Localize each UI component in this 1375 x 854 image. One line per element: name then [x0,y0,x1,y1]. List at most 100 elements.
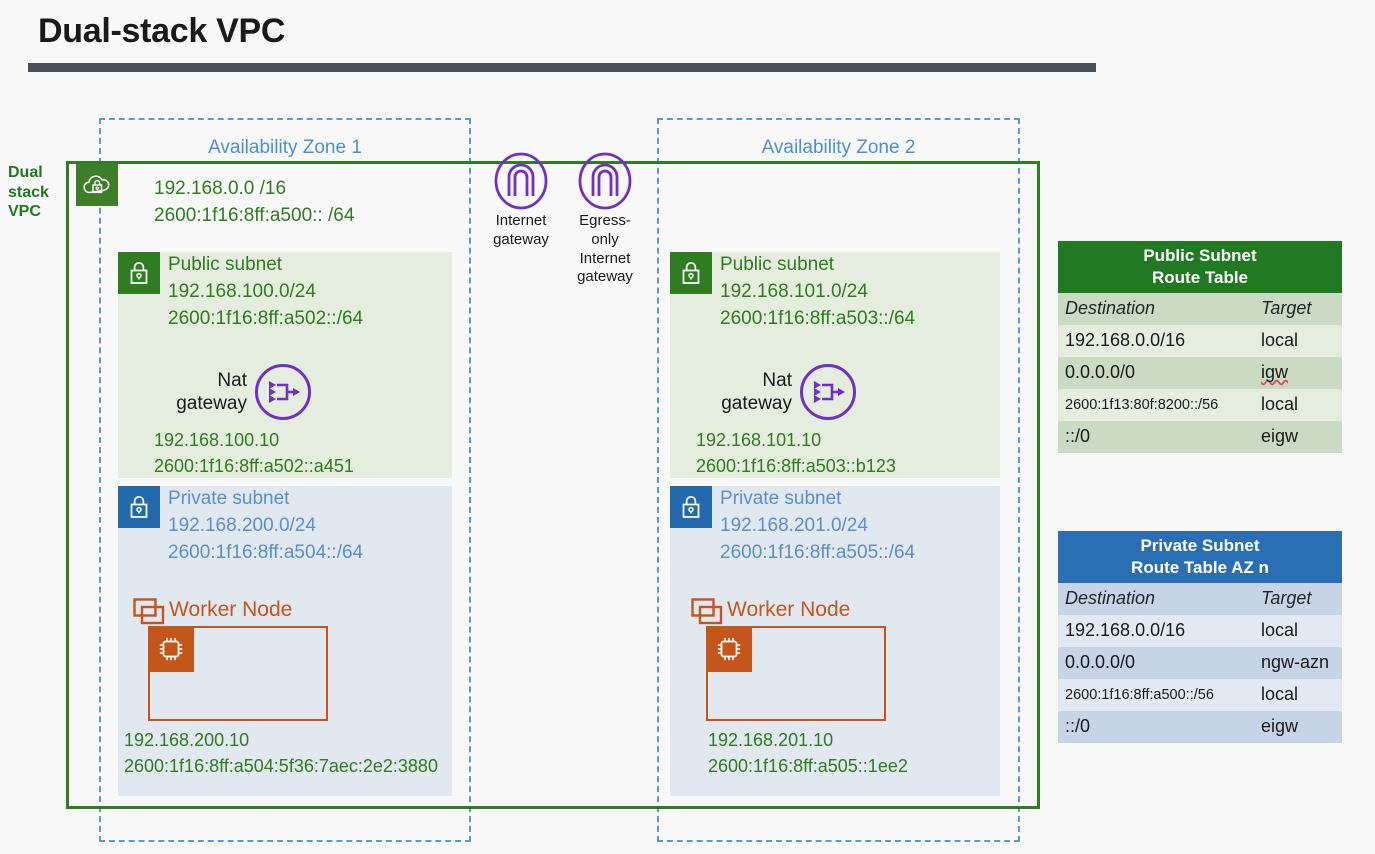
nat-gateway-az2-label: Nat gateway [700,369,792,415]
private-subnet-az2-cidr-v6: 2600:1f16:8ff:a505::/64 [720,541,916,563]
public-subnet-az1-text: Public subnet 192.168.100.0/24 2600:1f16… [168,252,363,333]
private-route-table-title-line2: Route Table AZ n [1131,557,1269,577]
public-rt-target: igw [1254,356,1342,389]
private-route-table-title: Private Subnet Route Table AZ n [1058,531,1342,583]
public-subnet-az1-name: Public subnet [168,254,283,275]
private-route-table-title-line1: Private Subnet [1140,536,1260,555]
table-row: 0.0.0.0/0 ngw-azn [1058,646,1342,679]
table-row: 192.168.0.0/16 local [1058,324,1342,357]
nat-gateway-az1-addresses: 192.168.100.10 2600:1f16:8ff:a502::a451 [154,428,354,479]
vpc-label-line3: VPC [8,203,41,221]
public-subnet-az2-cidr-v4: 192.168.101.0/24 [720,280,868,302]
private-route-table-header-row: Destination Target [1058,582,1342,615]
private-subnet-az2-name: Private subnet [720,488,842,509]
nat-gateway-az1-ip-v4: 192.168.100.10 [154,430,280,450]
public-rt-target: local [1254,388,1342,421]
gateway-arch-icon [494,152,548,210]
worker-node-az1-ip-v6: 2600:1f16:8ff:a504:5f36:7aec:2e2:3880 [124,755,438,776]
worker-node-group-icon [133,598,165,625]
lock-icon [670,252,712,294]
private-subnet-az1-text: Private subnet 192.168.200.0/24 2600:1f1… [168,486,363,567]
nat-gateway-az1-ip-v6: 2600:1f16:8ff:a502::a451 [154,455,354,476]
lock-icon [118,252,160,294]
private-rt-destination: 192.168.0.0/16 [1058,614,1254,647]
private-rt-col-destination: Destination [1058,582,1254,615]
lock-icon [118,486,160,528]
worker-node-az2-ip-v6: 2600:1f16:8ff:a505::1ee2 [708,755,908,776]
availability-zone-2-title: Availability Zone 2 [761,137,916,158]
nat-gateway-az2-ip-v4: 192.168.101.10 [696,430,822,450]
worker-node-az2-box [706,626,886,721]
public-route-table-header-row: Destination Target [1058,292,1342,325]
egress-only-internet-gateway: Egress-only Internet gateway [567,152,643,287]
public-rt-target: local [1254,324,1342,357]
worker-node-az2-addresses: 192.168.201.10 2600:1f16:8ff:a505::1ee2 [708,728,908,779]
worker-node-az2-label: Worker Node [727,598,851,621]
vpc-label-line2: stack [8,183,49,201]
private-rt-target: local [1254,678,1342,711]
private-subnet-az1-name: Private subnet [168,488,290,509]
egress-gateway-label-line3: gateway [577,268,633,286]
worker-node-az1-label: Worker Node [169,598,293,621]
availability-zone-1-boundary [99,118,471,842]
worker-node-az1-addresses: 192.168.200.10 2600:1f16:8ff:a504:5f36:7… [124,728,438,779]
nat-gateway-az2-ip-v6: 2600:1f16:8ff:a503::b123 [696,455,896,476]
egress-gateway-label-line2: Internet [579,249,631,267]
egress-only-internet-gateway-label: Egress-only Internet gateway [567,212,643,287]
private-rt-destination: ::/0 [1058,710,1254,743]
public-subnet-az2-cidr-v6: 2600:1f16:8ff:a503::/64 [720,307,916,329]
private-rt-col-target: Target [1254,582,1342,615]
public-subnet-az1-cidr-v4: 192.168.100.0/24 [168,280,316,302]
public-route-table-title-line1: Public Subnet [1143,246,1257,265]
private-subnet-az1-cidr-v4: 192.168.200.0/24 [168,514,316,536]
private-rt-destination: 2600:1f16:8ff:a500::/56 [1058,678,1254,711]
nat-gateway-icon [800,364,856,420]
private-subnet-az2-text: Private subnet 192.168.201.0/24 2600:1f1… [720,486,915,567]
worker-node-group-icon [691,598,723,625]
vpc-cidr-block: 192.168.0.0 /16 2600:1f16:8ff:a500:: /64 [154,176,354,230]
public-rt-destination: ::/0 [1058,420,1254,453]
vpc-label: Dual stack VPC [8,163,76,222]
egress-gateway-label-line1: Egress-only [579,212,631,248]
private-rt-target: eigw [1254,710,1342,743]
nat-gateway-icon [255,364,311,420]
nat-gateway-az1-label-line2: gateway [176,393,247,414]
table-row: 2600:1f13:80f:8200::/56 local [1058,388,1342,421]
nat-gateway-az2-addresses: 192.168.101.10 2600:1f16:8ff:a503::b123 [696,428,896,479]
vpc-boundary [66,161,1040,809]
nat-gateway-az1-label: Nat gateway [155,369,247,415]
worker-node-az1-box [148,626,328,721]
nat-gateway-az2-label-line1: Nat [762,369,792,391]
table-row: 2600:1f16:8ff:a500::/56 local [1058,678,1342,711]
private-rt-destination: 0.0.0.0/0 [1058,646,1254,679]
public-route-table-title: Public Subnet Route Table [1058,241,1342,293]
vpc-cidr-v6: 2600:1f16:8ff:a500:: /64 [154,204,355,226]
gateway-arch-icon [578,152,632,210]
public-route-table-title-line2: Route Table [1151,267,1249,287]
table-row: ::/0 eigw [1058,710,1342,743]
public-rt-target: eigw [1254,420,1342,453]
public-rt-destination: 2600:1f13:80f:8200::/56 [1058,388,1254,421]
public-rt-col-destination: Destination [1058,292,1254,325]
nat-gateway-az1-label-line1: Nat [217,369,247,391]
public-rt-destination: 192.168.0.0/16 [1058,324,1254,357]
internet-gateway-label-line2: gateway [493,230,549,248]
lock-icon [670,486,712,528]
public-rt-destination: 0.0.0.0/0 [1058,356,1254,389]
vpc-cloud-lock-icon [76,164,118,206]
nat-gateway-az1: Nat gateway [155,362,313,422]
table-row: ::/0 eigw [1058,420,1342,453]
internet-gateway-label-line1: Internet [495,212,547,229]
public-subnet-az2-text: Public subnet 192.168.101.0/24 2600:1f16… [720,252,915,333]
internet-gateway-label: Internet gateway [485,212,557,250]
table-row: 0.0.0.0/0 igw [1058,356,1342,389]
internet-gateway: Internet gateway [485,152,557,250]
public-subnet-az2-name: Public subnet [720,254,835,275]
public-subnet-route-table: Public Subnet Route Table Destination Ta… [1058,241,1342,453]
private-subnet-route-table: Private Subnet Route Table AZ n Destinat… [1058,531,1342,743]
vpc-cidr-v4: 192.168.0.0 /16 [154,178,287,199]
title-divider [28,63,1096,72]
private-rt-target: ngw-azn [1254,646,1342,679]
worker-node-az1-ip-v4: 192.168.200.10 [124,730,250,750]
